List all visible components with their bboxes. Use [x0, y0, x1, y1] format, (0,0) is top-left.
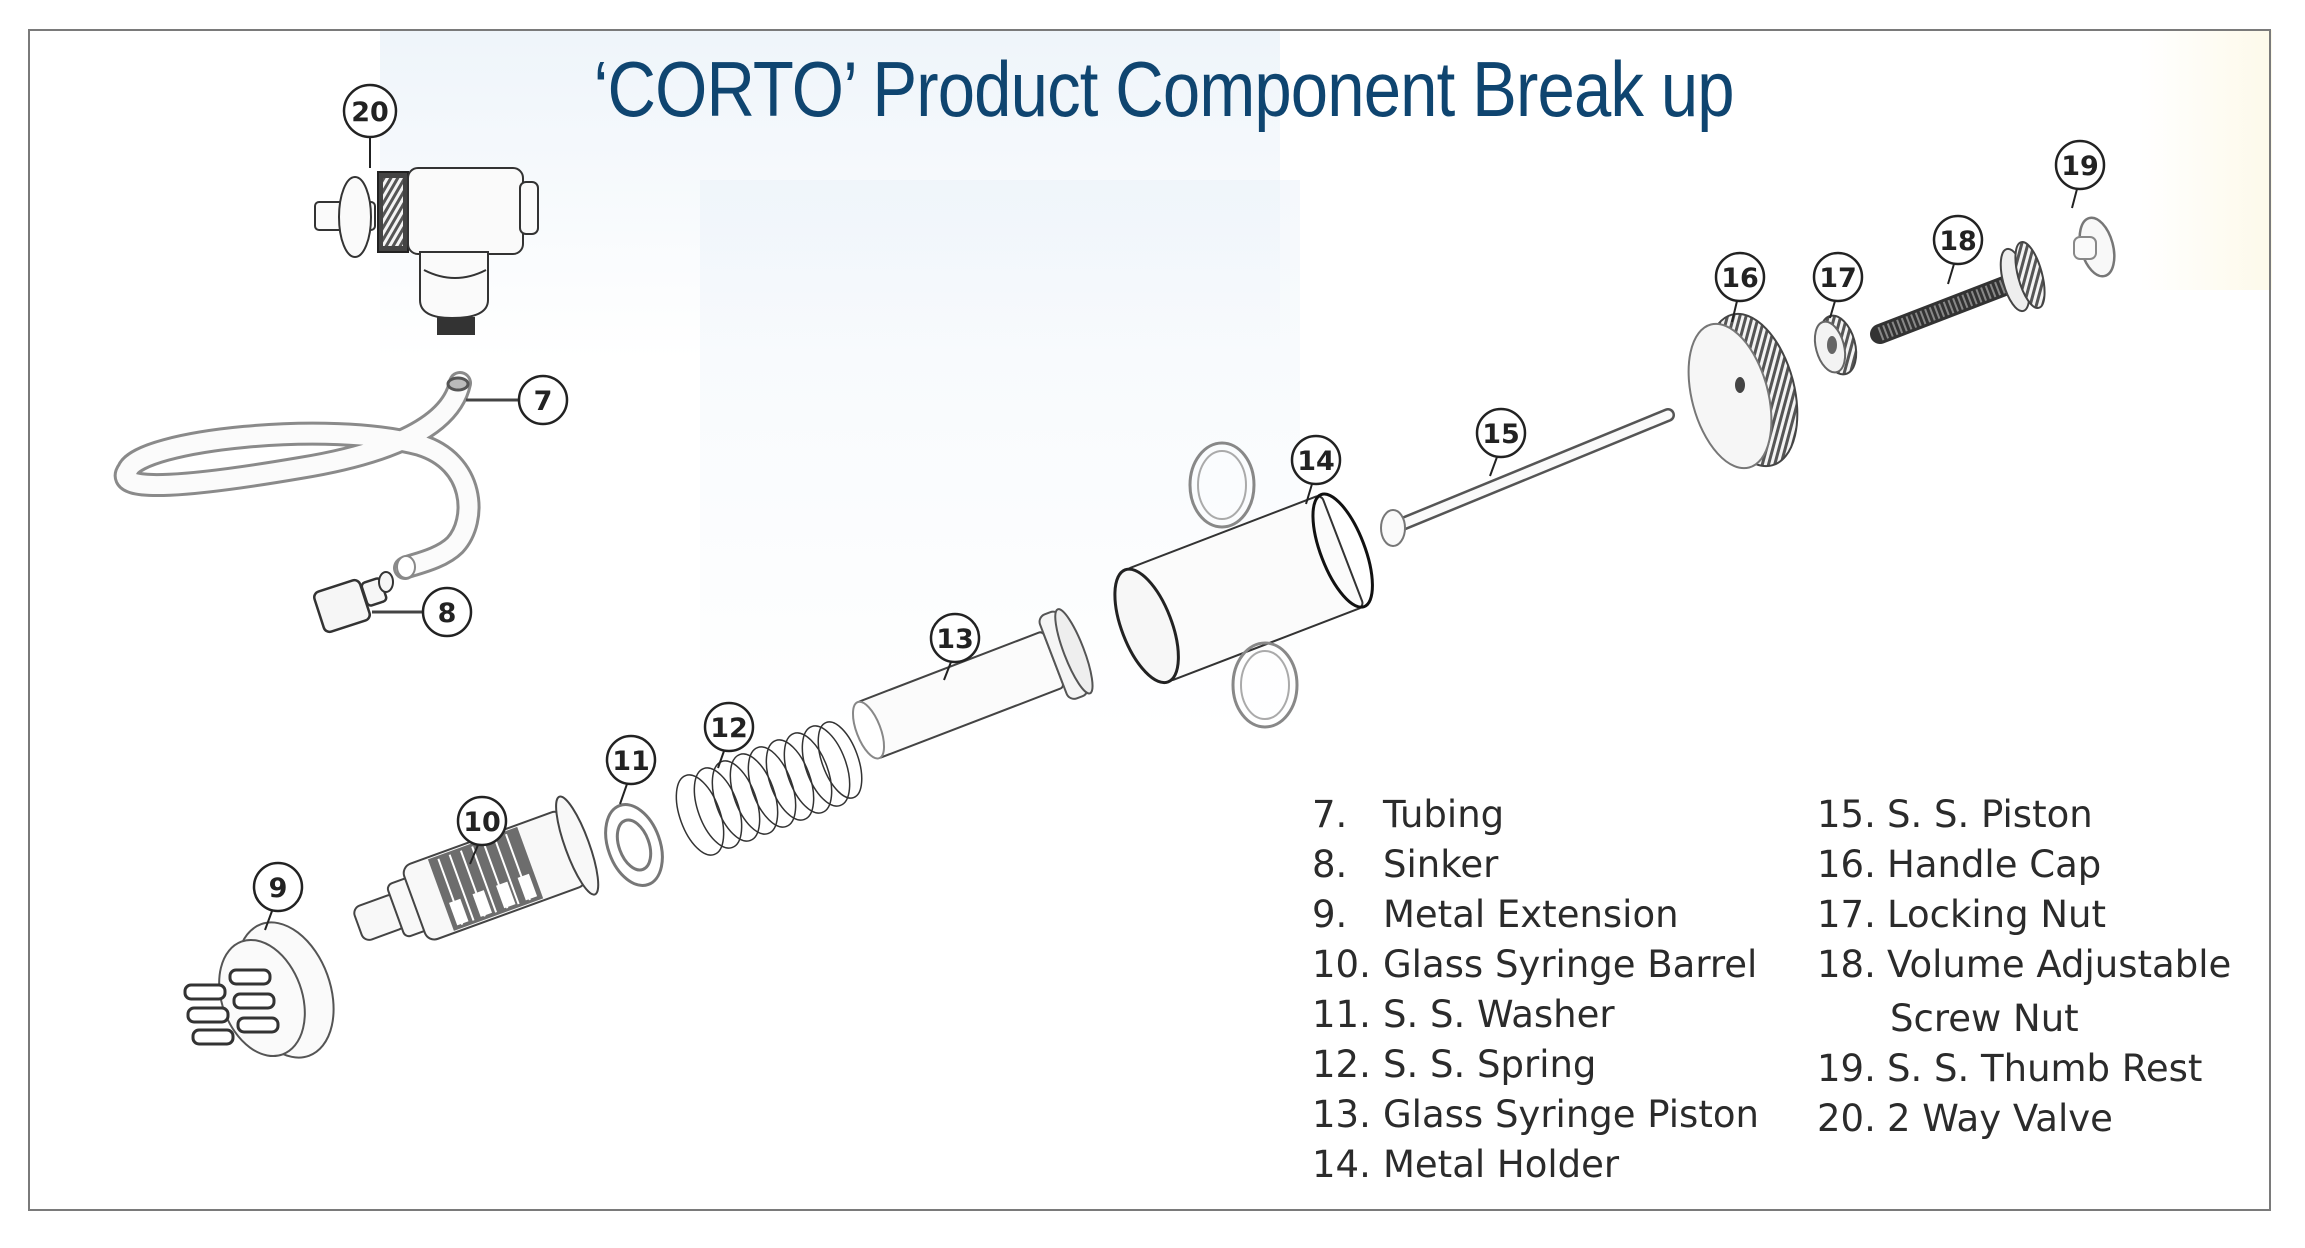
- diagram-frame: [28, 29, 2271, 1211]
- part-ss-thumb-rest: [2073, 216, 2116, 278]
- part-metal-extension: [183, 921, 335, 1059]
- legend-number: 9.: [1312, 893, 1348, 936]
- page-title: ‘CORTO’ Product Component Break up: [172, 44, 2154, 135]
- legend-number: 7.: [1312, 793, 1348, 836]
- callout-number: 14: [1297, 446, 1335, 477]
- legend-label: Volume Adjustable: [1887, 943, 2232, 986]
- legend-label: Handle Cap: [1887, 843, 2102, 886]
- legend-label: Metal Extension: [1383, 893, 1679, 936]
- legend-number: 19.: [1817, 1047, 1876, 1090]
- part-metal-holder: [1113, 441, 1374, 729]
- legend-label: Screw Nut: [1890, 997, 2079, 1040]
- part-locking-nut: [1813, 314, 1858, 376]
- legend-label: 2 Way Valve: [1887, 1097, 2113, 1140]
- legend-label: Glass Syringe Piston: [1383, 1093, 1759, 1136]
- legend-number: 16.: [1817, 843, 1876, 886]
- part-sinker: [312, 571, 394, 634]
- legend-label: S. S. Washer: [1383, 993, 1615, 1036]
- callout-18: 18: [1932, 214, 1984, 285]
- legend-label: Sinker: [1383, 843, 1499, 886]
- callout-14: 14: [1290, 434, 1342, 505]
- legend-number: 10.: [1312, 943, 1371, 986]
- callout-number: 7: [534, 386, 553, 417]
- legend-number: 12.: [1312, 1043, 1371, 1086]
- legend-label: Glass Syringe Barrel: [1383, 943, 1758, 986]
- legend-label: Tubing: [1383, 793, 1505, 836]
- legend-number: 11.: [1312, 993, 1371, 1036]
- callout-17: 17: [1812, 251, 1864, 319]
- callout-number: 8: [438, 598, 457, 629]
- part-2-way-valve: [314, 167, 539, 335]
- callout-9: 9: [252, 861, 304, 931]
- part-tubing: [113, 371, 481, 580]
- callout-number: 17: [1819, 263, 1857, 294]
- legend-number: 13.: [1312, 1093, 1371, 1136]
- callout-number: 12: [710, 713, 748, 744]
- part-ss-piston: [1380, 408, 1675, 547]
- callout-7: 7: [466, 374, 569, 426]
- callout-number: 16: [1721, 263, 1759, 294]
- title-text: ‘CORTO’ Product Component Break up: [593, 45, 1735, 133]
- legend-label: S. S. Piston: [1887, 793, 2093, 836]
- callout-8: 8: [372, 586, 473, 638]
- part-ss-spring: [675, 721, 863, 856]
- callout-number: 15: [1482, 419, 1520, 450]
- callout-11: 11: [605, 734, 657, 805]
- callout-16: 16: [1714, 251, 1766, 323]
- callout-19: 19: [2054, 139, 2106, 209]
- callout-number: 18: [1939, 226, 1977, 257]
- callout-13: 13: [929, 612, 981, 681]
- callout-10: 10: [456, 795, 508, 865]
- legend-number: 15.: [1817, 793, 1876, 836]
- part-volume-adjustable-screw-nut: [1870, 241, 2046, 344]
- legend-label: S. S. Thumb Rest: [1887, 1047, 2203, 1090]
- legend-label: S. S. Spring: [1383, 1043, 1597, 1086]
- legend-number: 18.: [1817, 943, 1876, 986]
- part-handle-cap: [1687, 312, 1799, 470]
- callout-12: 12: [703, 701, 755, 769]
- callout-number: 19: [2061, 151, 2099, 182]
- callout-number: 13: [936, 624, 974, 655]
- callout-number: 20: [351, 97, 389, 128]
- callout-20: 20: [342, 83, 398, 168]
- legend-label: Locking Nut: [1887, 893, 2106, 936]
- part-ss-washer: [604, 803, 664, 887]
- legend-number: 20.: [1817, 1097, 1876, 1140]
- part-glass-syringe-piston: [851, 608, 1094, 760]
- legend-label: Metal Holder: [1383, 1143, 1620, 1186]
- legend-number: 17.: [1817, 893, 1876, 936]
- part-glass-syringe-barrel: [353, 795, 600, 941]
- callout-number: 11: [612, 746, 650, 777]
- legend-number: 14.: [1312, 1143, 1371, 1186]
- callout-number: 10: [463, 807, 501, 838]
- callout-number: 9: [269, 873, 288, 904]
- legend-number: 8.: [1312, 843, 1348, 886]
- callout-15: 15: [1475, 407, 1527, 477]
